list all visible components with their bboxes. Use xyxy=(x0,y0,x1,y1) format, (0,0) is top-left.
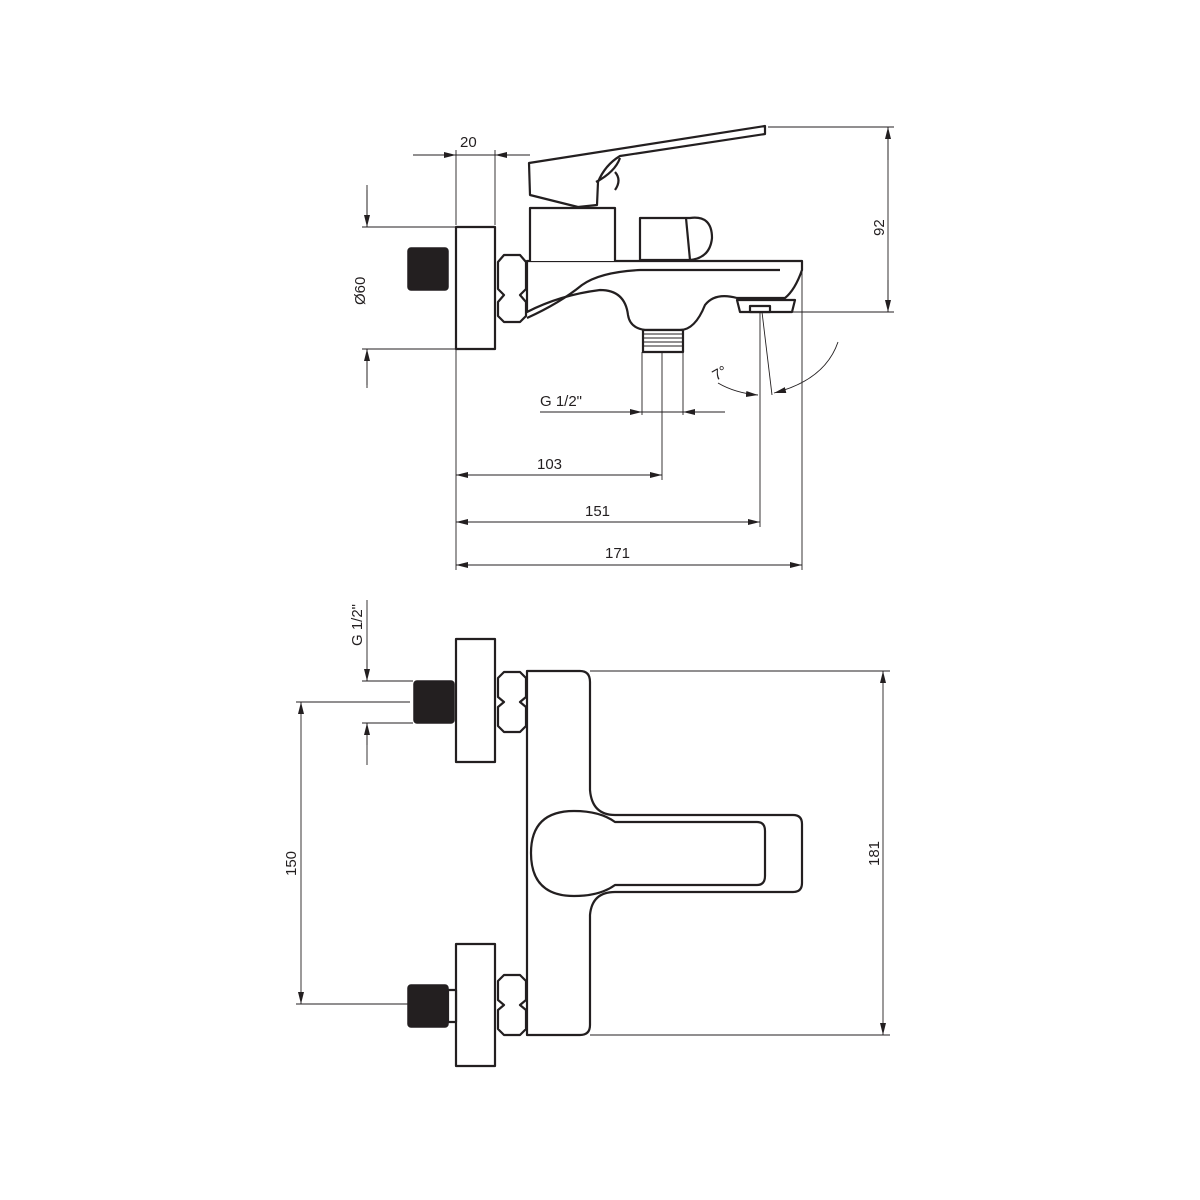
lever-side xyxy=(527,124,767,209)
dim-total-height-label: 181 xyxy=(866,841,883,866)
dim-rosette-label: Ø60 xyxy=(352,277,369,305)
outlet-thread-hatch xyxy=(643,333,683,347)
inlet-thread-top xyxy=(413,680,455,724)
nut-top xyxy=(496,670,528,734)
side-view: 20 Ø60 92 G 1/2" 103 151 171 7° xyxy=(352,124,894,570)
dim-height-label: 92 xyxy=(871,219,888,236)
dim-inlet-thread-label: G 1/2" xyxy=(349,604,366,646)
diverter-knob xyxy=(638,216,714,262)
lever-front xyxy=(529,809,767,898)
dim-total-depth-label: 171 xyxy=(605,545,630,562)
dim-angle-label: 7° xyxy=(710,363,731,385)
nut-side xyxy=(496,253,528,324)
dim-outlet-thread-label: G 1/2" xyxy=(540,393,582,410)
cartridge xyxy=(528,206,617,261)
inlet-thread-side xyxy=(407,247,449,291)
rosette-side xyxy=(454,225,497,351)
diverter-line xyxy=(684,217,692,261)
dim-line-rosette xyxy=(362,185,455,388)
dim-line-inlet-spacing xyxy=(296,701,410,1005)
body-contour-line xyxy=(526,268,780,320)
outlet-thread-side xyxy=(641,328,685,354)
front-view: G 1/2" 150 181 xyxy=(283,600,890,1068)
dim-line-inlet-thread xyxy=(362,600,413,765)
dim-spout-distance-label: 151 xyxy=(585,503,610,520)
lever-hinge xyxy=(595,157,622,191)
extension-lines xyxy=(455,270,803,570)
thread-stub-bottom xyxy=(446,988,458,1024)
dim-arc-angle xyxy=(717,382,759,397)
rosette-top xyxy=(454,637,497,764)
dim-inlet-spacing-label: 150 xyxy=(283,851,300,876)
dim-flange-label: 20 xyxy=(460,134,477,151)
aerator-insert xyxy=(748,304,772,314)
rosette-bottom xyxy=(454,942,497,1068)
nut-bottom xyxy=(496,973,528,1037)
dim-line-total-height xyxy=(590,670,890,1036)
dim-line-flange xyxy=(413,150,518,225)
dim-arc-angle-2 xyxy=(773,341,839,394)
inlet-thread-bottom xyxy=(407,984,449,1028)
dim-outlet-distance-label: 103 xyxy=(537,456,562,473)
